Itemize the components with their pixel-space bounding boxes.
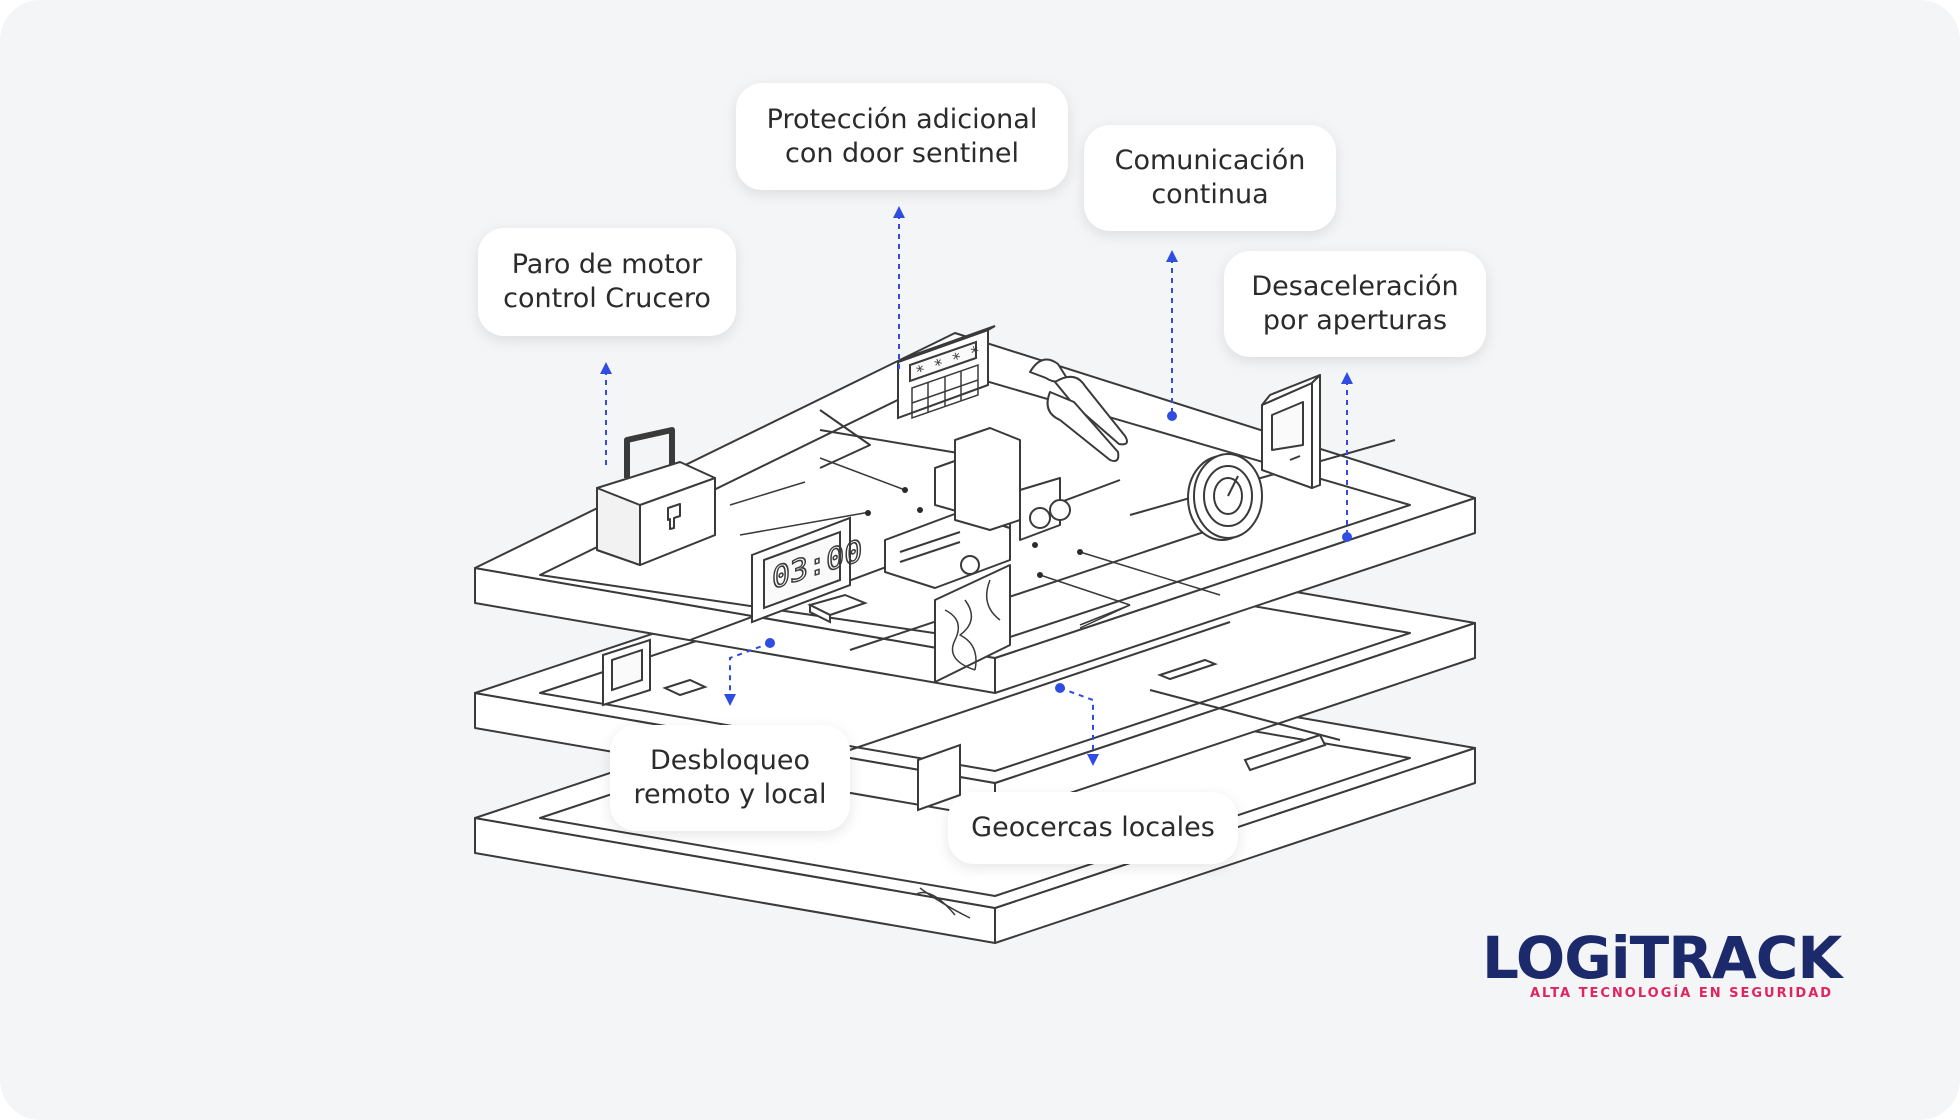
callout-comunicacion-continua: Comunicación continua <box>1084 125 1336 231</box>
callout-line: control Crucero <box>503 283 711 314</box>
callout-geocercas-locales: Geocercas locales <box>948 792 1238 864</box>
wire-cutter-icon <box>1029 358 1128 462</box>
callout-desaceleracion: Desaceleración por aperturas <box>1224 251 1486 357</box>
callout-line: Geocercas locales <box>971 812 1215 843</box>
callout-line: con door sentinel <box>784 137 1020 169</box>
callout-line: Comunicación <box>1114 145 1306 176</box>
truck-icon <box>884 427 1071 589</box>
callout-line: Desbloqueo <box>649 745 810 776</box>
callout-line: remoto y local <box>633 779 827 810</box>
callout-paro-de-motor: Paro de motor control Crucero <box>478 228 736 336</box>
callout-line: Desaceleración <box>1251 271 1459 302</box>
callout-line: continua <box>1151 179 1269 210</box>
logo-wordmark: LOGiTRACK <box>1482 924 1842 992</box>
map-icon <box>934 564 1011 683</box>
logitrack-logo: LOGiTRACK ALTA TECNOLOGÍA EN SEGURIDAD <box>1482 928 1842 1004</box>
speedometer-icon <box>1187 453 1263 541</box>
callout-line: por aperturas <box>1262 305 1448 336</box>
door-icon <box>1261 374 1321 489</box>
callout-line: Paro de motor <box>511 249 703 280</box>
callout-line: Protección adicional <box>766 103 1038 135</box>
connectors <box>605 214 1348 760</box>
clock-display-icon: 03:00 <box>751 516 868 624</box>
callout-desbloqueo: Desbloqueo remoto y local <box>610 725 850 831</box>
logo-tagline: ALTA TECNOLOGÍA EN SEGURIDAD <box>1530 986 1834 1001</box>
callout-proteccion-adicional: Protección adicional con door sentinel <box>736 83 1068 190</box>
padlock-icon <box>596 427 716 566</box>
keypad-panel-icon: * * * * <box>897 325 996 420</box>
